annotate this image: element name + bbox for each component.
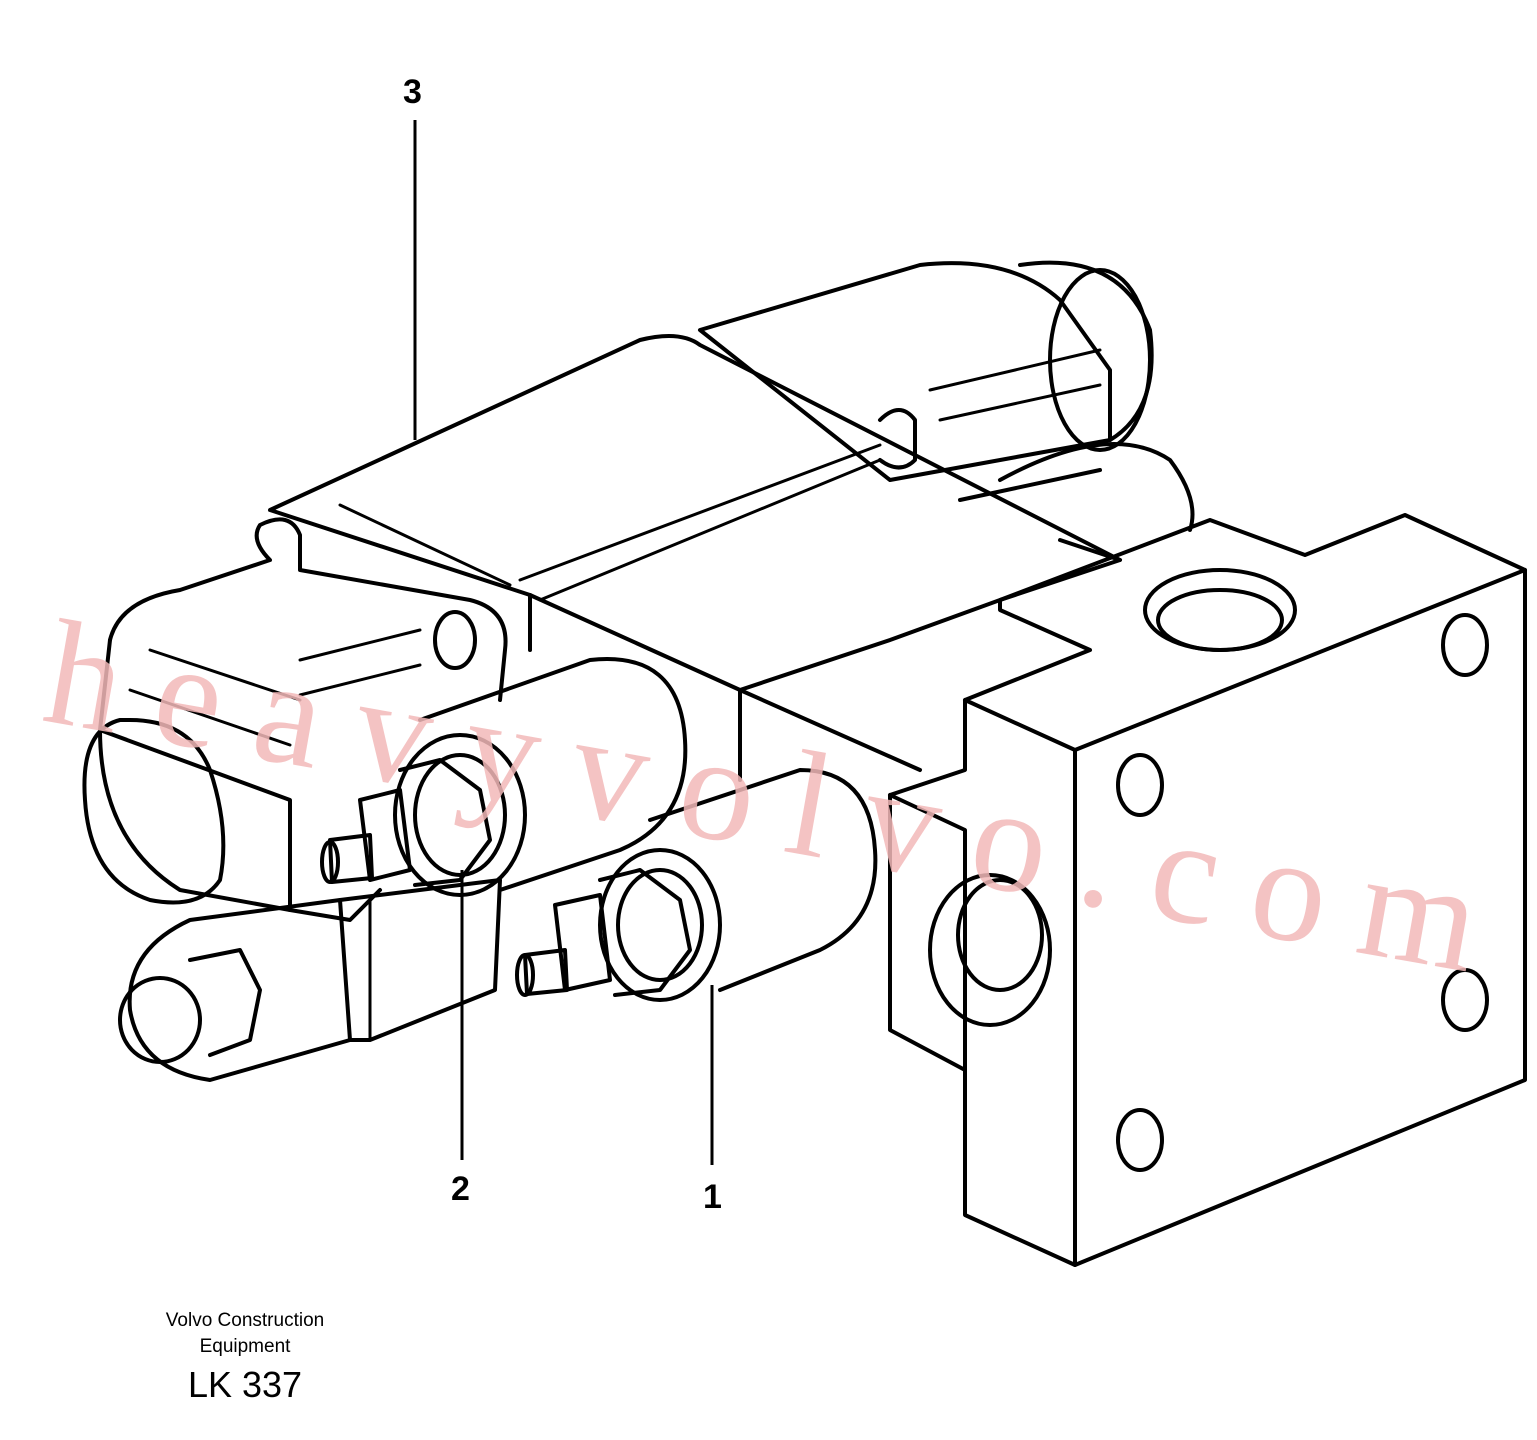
leader-lines <box>413 120 714 1165</box>
valve-assembly <box>82 260 1527 1267</box>
mounting-plate <box>888 513 1527 1267</box>
caption-company-line-2: Equipment <box>199 1336 291 1357</box>
front-solenoid <box>82 517 508 922</box>
callout-3: 3 <box>403 73 422 111</box>
lower-adjuster <box>515 768 878 1002</box>
drawing-code: LK 337 <box>187 1364 303 1405</box>
rear-solenoid <box>698 260 1195 532</box>
valve-body <box>268 334 1122 782</box>
caption-company-line-1: Volvo Construction <box>165 1310 325 1331</box>
callout-2: 2 <box>451 1170 470 1208</box>
watermark-text: heavyvolvo.com <box>34 589 1491 1004</box>
upper-adjuster <box>320 657 688 897</box>
lower-plug <box>118 878 502 1082</box>
callout-1: 1 <box>703 1178 722 1216</box>
